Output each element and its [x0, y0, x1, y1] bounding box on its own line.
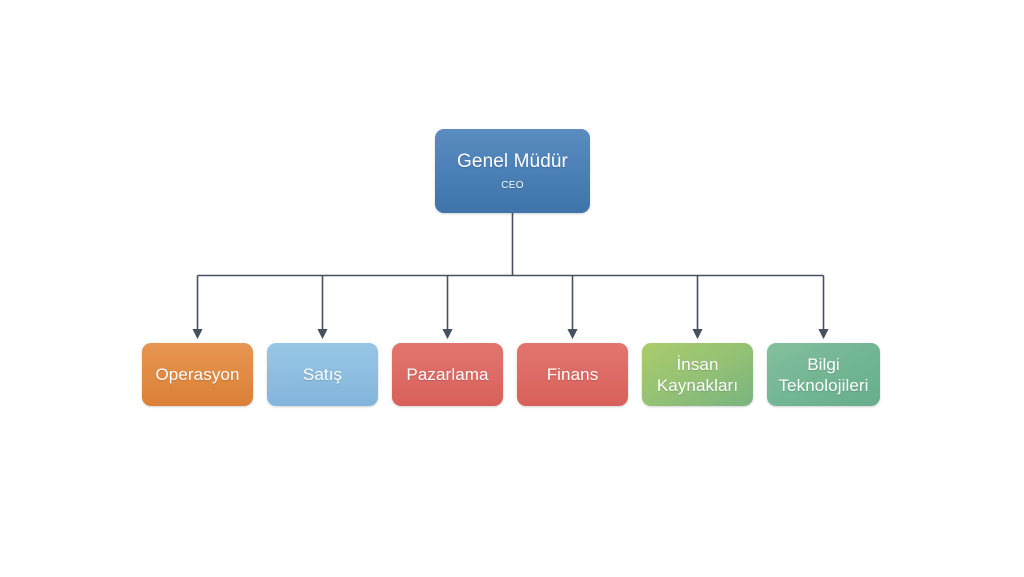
org-node-root[interactable]: Genel Müdür CEO [435, 129, 590, 213]
org-node-bilgi-teknolojileri-title: Bilgi Teknolojileri [778, 354, 869, 395]
org-node-satis[interactable]: Satış [267, 343, 378, 406]
org-node-root-subtitle: CEO [501, 179, 524, 191]
org-node-bilgi-teknolojileri[interactable]: Bilgi Teknolojileri [767, 343, 880, 406]
org-node-finans-title: Finans [546, 365, 599, 384]
org-node-pazarlama-title: Pazarlama [406, 365, 489, 384]
org-node-operasyon-title: Operasyon [155, 365, 240, 384]
org-node-finans[interactable]: Finans [517, 343, 628, 406]
org-node-operasyon[interactable]: Operasyon [142, 343, 253, 406]
org-node-root-title: Genel Müdür [457, 150, 568, 172]
org-node-insan-kaynaklari[interactable]: İnsan Kaynakları [642, 343, 753, 406]
org-node-pazarlama[interactable]: Pazarlama [392, 343, 503, 406]
org-node-satis-title: Satış [302, 365, 343, 384]
org-node-insan-kaynaklari-title: İnsan Kaynakları [656, 354, 739, 395]
